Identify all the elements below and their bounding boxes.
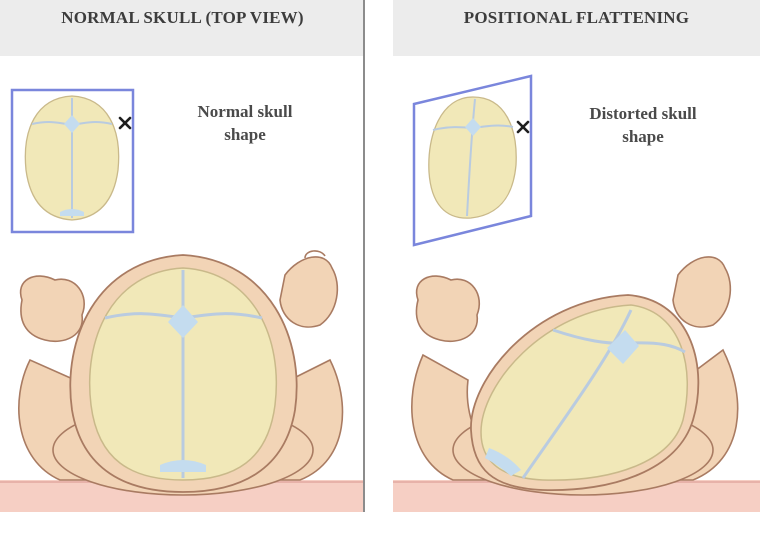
normal-panel-title: NORMAL SKULL (TOP VIEW) [0, 0, 365, 56]
cross-icon [118, 116, 132, 130]
infant-fists [19, 250, 339, 342]
skull-top-view-small [24, 95, 120, 221]
skull-flattened-small [428, 96, 517, 219]
skull-top-view-large [88, 267, 278, 481]
posterior-fontanelle [160, 460, 206, 472]
infant-fists [415, 256, 732, 342]
normal-skull-label: Normal skull shape [197, 102, 293, 144]
anterior-fontanelle [168, 305, 198, 338]
distorted-skull-label: Distorted skull shape [589, 104, 697, 146]
normal-skull-illustration [0, 88, 365, 512]
skull-flattened-large [480, 304, 689, 481]
panel-divider-left [363, 0, 365, 512]
normal-shape-frame [10, 88, 135, 234]
cross-icon [516, 120, 530, 134]
distorted-shape-frame [412, 74, 533, 247]
flattened-panel-title: POSITIONAL FLATTENING [393, 0, 760, 56]
anterior-fontanelle [607, 330, 639, 364]
flattened-skull-panel: POSITIONAL FLATTENING [393, 0, 760, 512]
normal-skull-panel: NORMAL SKULL (TOP VIEW) [0, 0, 365, 512]
posterior-fontanelle [485, 448, 521, 476]
flattened-skull-illustration [393, 74, 760, 512]
